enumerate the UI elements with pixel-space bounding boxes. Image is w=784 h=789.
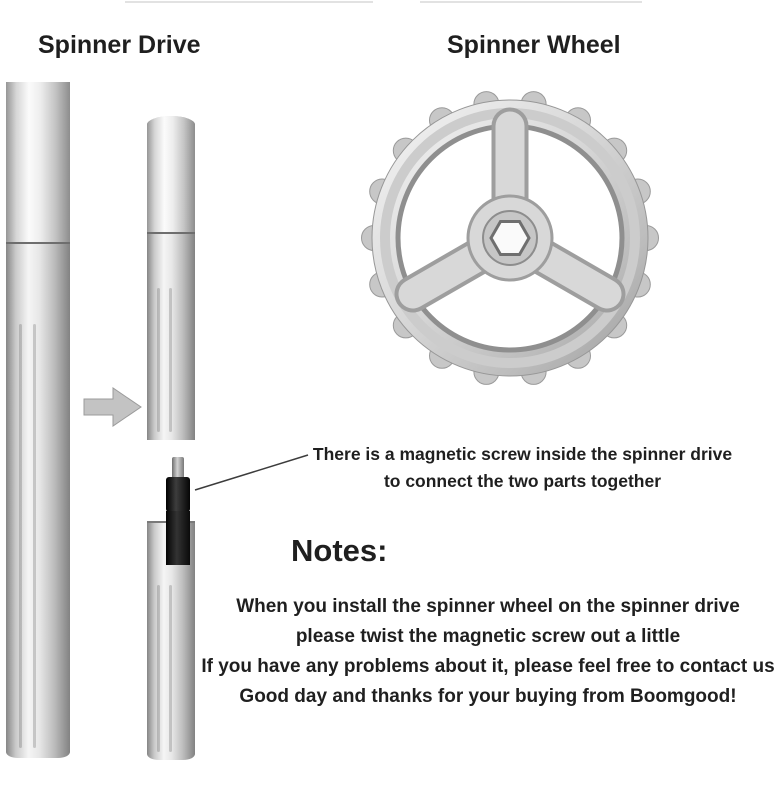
notes-line: please twist the magnetic screw out a li… xyxy=(295,626,681,647)
notes-line: When you install the spinner wheel on th… xyxy=(236,596,740,617)
spinner-drive-top-section xyxy=(147,116,195,440)
callout-pointer-line xyxy=(194,454,309,491)
notes-heading: Notes: xyxy=(291,533,388,568)
notes-text: When you install the spinner wheel on th… xyxy=(196,592,780,712)
spinner-drive-cap xyxy=(6,82,70,244)
magnetic-screw-callout: There is a magnetic screw inside the spi… xyxy=(295,441,750,495)
groove-line xyxy=(157,585,160,752)
spinner-drive-title: Spinner Drive xyxy=(38,31,201,59)
arrow-right-icon xyxy=(83,387,142,427)
groove-line xyxy=(19,324,22,748)
screw-socket-insert xyxy=(166,511,190,565)
magnetic-screw-tip xyxy=(172,457,184,479)
callout-line-1: There is a magnetic screw inside the spi… xyxy=(312,444,733,464)
top-border-segment xyxy=(125,1,373,3)
wheel-hex-hole xyxy=(489,220,531,256)
spinner-drive-full xyxy=(6,82,70,758)
spinner-wheel-title: Spinner Wheel xyxy=(447,31,621,59)
groove-line xyxy=(33,324,36,748)
notes-line: If you have any problems about it, pleas… xyxy=(201,656,775,677)
groove-line xyxy=(169,288,172,432)
groove-line xyxy=(169,585,172,752)
magnetic-screw xyxy=(166,477,190,512)
top-section-cap xyxy=(147,116,195,234)
callout-line-2: to connect the two parts together xyxy=(383,471,662,491)
groove-line xyxy=(157,288,160,432)
top-border-segment xyxy=(420,1,642,3)
spinner-wheel-graphic xyxy=(361,91,659,385)
notes-line: Good day and thanks for your buying from… xyxy=(239,686,737,707)
